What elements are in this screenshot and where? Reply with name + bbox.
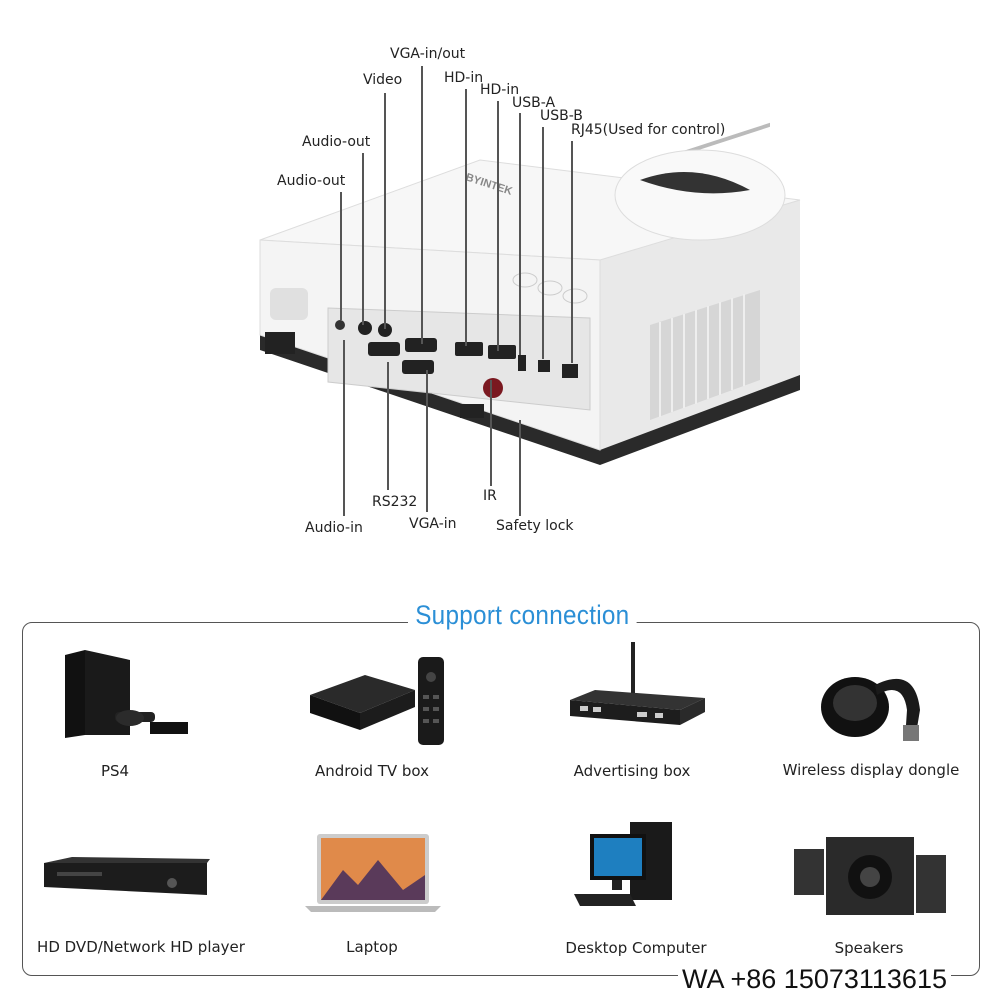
port-label-rj45: RJ45(Used for control) [571,122,726,138]
port-label-video: Video [363,72,403,88]
port-label-safety-lock: Safety lock [496,518,574,534]
laptop-icon [305,834,441,912]
port-label-vga-in-out: VGA-in/out [390,46,466,62]
leader-line [362,153,364,325]
desktop-computer-icon [574,822,672,906]
dvd-player-icon [44,857,210,895]
leader-line [519,420,521,516]
port-label-audio-out-1: Audio-out [302,134,371,150]
leader-line [384,93,386,329]
leader-line [465,89,467,346]
leader-line [343,340,345,516]
leader-line [497,101,499,351]
device-label-desktop-computer: Desktop Computer [565,939,707,957]
port-label-ir: IR [483,488,497,504]
device-label-dvd-player: HD DVD/Network HD player [37,938,245,956]
support-connection-title: Support connection [408,600,637,631]
port-label-audio-in: Audio-in [305,520,363,536]
leader-line [542,127,544,359]
port-label-hd-in-1: HD-in [444,70,484,86]
speakers-icon [794,837,946,915]
leader-line [519,113,521,355]
port-label-audio-out-2: Audio-out [277,173,346,189]
port-label-vga-in: VGA-in [409,516,457,532]
leader-line [426,370,428,512]
port-label-hd-in-2: HD-in [480,82,520,98]
device-label-laptop: Laptop [346,938,398,956]
leader-line [490,380,492,486]
android-tv-box-icon [310,657,444,745]
advertising-box-icon [570,642,705,725]
device-label-ps4: PS4 [100,762,130,780]
leader-line [340,192,342,320]
port-label-rs232: RS232 [372,494,418,510]
device-label-android-tv-box: Android TV box [314,762,430,780]
wireless-dongle-icon [821,677,920,741]
ps4-console-icon [65,650,188,738]
device-label-wireless-dongle: Wireless display dongle [782,761,960,779]
leader-line [571,141,573,363]
device-label-advertising-box: Advertising box [573,762,691,780]
contact-watermark: WA +86 15073113615 [678,964,951,995]
port-label-usb-a: USB-A [512,95,556,111]
leader-line [387,362,389,490]
port-label-usb-b: USB-B [540,108,583,124]
device-label-speakers: Speakers [834,939,904,957]
projector-illustration: BYINTEK [259,122,801,465]
leader-line [421,66,423,344]
